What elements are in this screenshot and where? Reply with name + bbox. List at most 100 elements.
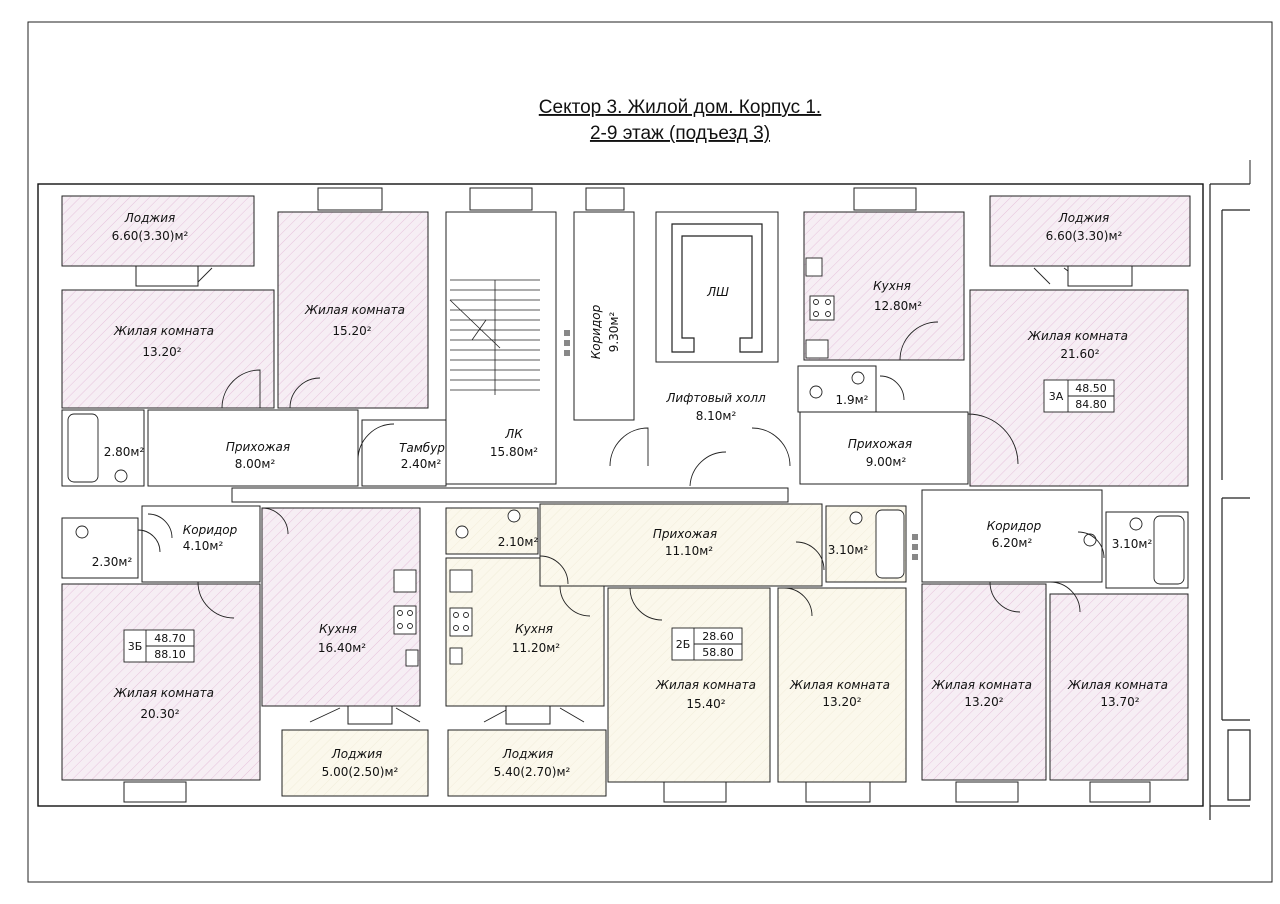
living-r2-name: Жилая комната bbox=[1067, 678, 1168, 692]
living-r2-area: 13.70² bbox=[1100, 695, 1139, 709]
apartment-3a-living: 48.50 bbox=[1075, 382, 1107, 395]
apartment-3a-id: 3А bbox=[1049, 390, 1064, 403]
toilet-icon bbox=[809, 385, 823, 399]
apartment-3b-id: 3Б bbox=[128, 640, 143, 653]
living-bl-name: Жилая комната bbox=[113, 686, 214, 700]
room-lk bbox=[445, 211, 557, 485]
room-loggia-b2 bbox=[447, 729, 607, 797]
door-swings bbox=[137, 267, 1105, 723]
stove-icon bbox=[809, 295, 835, 321]
room-loggia-tl bbox=[61, 195, 255, 267]
apartment-2b-total: 58.80 bbox=[702, 646, 734, 659]
kitchen-tr-name: Кухня bbox=[873, 279, 911, 293]
room-living-c2 bbox=[777, 587, 907, 783]
apartment-box-2b: 2Б 28.60 58.80 bbox=[671, 627, 743, 661]
room-hall-c bbox=[539, 503, 823, 587]
right-neighbour-wall bbox=[1209, 183, 1251, 820]
room-living-r2 bbox=[1049, 593, 1189, 781]
corridor-r-area: 6.20м² bbox=[992, 536, 1033, 550]
living-bl-area: 20.30² bbox=[140, 707, 179, 721]
staircase-lines bbox=[449, 279, 540, 395]
tambur-name: Тамбур bbox=[399, 441, 445, 455]
room-living-bl bbox=[61, 583, 261, 781]
living-tr-area: 21.60² bbox=[1060, 347, 1099, 361]
loggia-tl-name: Лоджия bbox=[124, 211, 176, 225]
kitchen-sink-icon bbox=[393, 569, 417, 593]
lk-name: ЛК bbox=[504, 427, 523, 441]
bath-l1-area: 2.80м² bbox=[104, 445, 145, 459]
living-tr-name: Жилая комната bbox=[1027, 329, 1128, 343]
living-c2-name: Жилая комната bbox=[789, 678, 890, 692]
room-living-t2 bbox=[277, 211, 429, 409]
room-corridor-r bbox=[921, 489, 1103, 583]
stove-icon bbox=[393, 605, 417, 635]
room-loggia-b1 bbox=[281, 729, 429, 797]
sink-icon bbox=[507, 509, 521, 523]
room-living-c1 bbox=[607, 587, 771, 783]
room-corridor-center bbox=[573, 211, 635, 421]
kitchen-bl-name: Кухня bbox=[319, 622, 357, 636]
toilet-icon bbox=[1083, 533, 1097, 547]
wc-c-area: 2.10м² bbox=[498, 535, 539, 549]
kitchen-bl-area: 16.40м² bbox=[318, 641, 366, 655]
band-middle bbox=[231, 487, 789, 503]
room-hall-tr bbox=[799, 411, 969, 485]
room-living-r1 bbox=[921, 583, 1047, 781]
loggia-b2-area: 5.40(2.70)м² bbox=[494, 765, 571, 779]
sheet-frame bbox=[27, 21, 1273, 883]
hall-l1-name: Прихожая bbox=[226, 440, 290, 454]
bathtub-icon bbox=[67, 413, 99, 483]
room-wc-tr bbox=[797, 365, 877, 413]
living-t2-area: 15.20² bbox=[332, 324, 371, 338]
apartment-3b-living: 48.70 bbox=[154, 632, 186, 645]
toilet-icon bbox=[455, 525, 469, 539]
living-r1-area: 13.20² bbox=[964, 695, 1003, 709]
hall-c-name: Прихожая bbox=[653, 527, 717, 541]
corridor-center-name: Коридор bbox=[589, 304, 603, 359]
apartment-2b-id: 2Б bbox=[676, 638, 691, 651]
living-c1-area: 15.40² bbox=[686, 697, 725, 711]
room-wc-l2 bbox=[61, 517, 139, 579]
kitchen-sink-icon bbox=[449, 569, 473, 593]
living-t2-name: Жилая комната bbox=[304, 303, 405, 317]
sink-icon bbox=[851, 371, 865, 385]
wc-tr-area: 1.9м² bbox=[836, 393, 869, 407]
lsh-name: ЛШ bbox=[706, 285, 729, 299]
apartment-box-3b: 3Б 48.70 88.10 bbox=[123, 629, 195, 663]
loggia-tl-area: 6.60(3.30)м² bbox=[112, 229, 189, 243]
stove-icon bbox=[449, 607, 473, 637]
living-c2-area: 13.20² bbox=[822, 695, 861, 709]
kitchen-tr-area: 12.80м² bbox=[874, 299, 922, 313]
living-tl-area: 13.20² bbox=[142, 345, 181, 359]
kitchen-bc-name: Кухня bbox=[515, 622, 553, 636]
sink-icon bbox=[1129, 517, 1143, 531]
apartment-3a-total: 84.80 bbox=[1075, 398, 1107, 411]
sink-icon bbox=[849, 511, 863, 525]
hall-c-area: 11.10м² bbox=[665, 544, 713, 558]
bathtub-icon bbox=[1153, 515, 1185, 585]
loggia-b2-name: Лоджия bbox=[502, 747, 554, 761]
apartment-3b-total: 88.10 bbox=[154, 648, 186, 661]
loggia-b1-name: Лоджия bbox=[331, 747, 383, 761]
living-r1-name: Жилая комната bbox=[931, 678, 1032, 692]
hall-tr-area: 9.00м² bbox=[866, 455, 907, 469]
corridor-r-name: Коридор bbox=[987, 519, 1042, 533]
bath-c-area: 3.10м² bbox=[828, 543, 869, 557]
lift-cabin-outline bbox=[671, 223, 763, 353]
toilet-icon bbox=[114, 469, 128, 483]
hall-l1-area: 8.00м² bbox=[235, 457, 276, 471]
kitchen-sink-icon bbox=[405, 649, 419, 667]
corridor-l-name: Коридор bbox=[183, 523, 238, 537]
loggia-tr-name: Лоджия bbox=[1058, 211, 1110, 225]
room-tambur bbox=[361, 419, 447, 487]
bath-r-area: 3.10м² bbox=[1112, 537, 1153, 551]
loggia-b1-area: 5.00(2.50)м² bbox=[322, 765, 399, 779]
plan-title-line1: Сектор 3. Жилой дом. Корпус 1. bbox=[539, 97, 821, 118]
wc-l2-area: 2.30м² bbox=[92, 555, 133, 569]
room-hall-l1 bbox=[147, 409, 359, 487]
bathtub-icon bbox=[875, 509, 905, 579]
kitchen-sink-icon bbox=[805, 257, 823, 277]
hall-tr-name: Прихожая bbox=[848, 437, 912, 451]
tambur-area: 2.40м² bbox=[401, 457, 442, 471]
